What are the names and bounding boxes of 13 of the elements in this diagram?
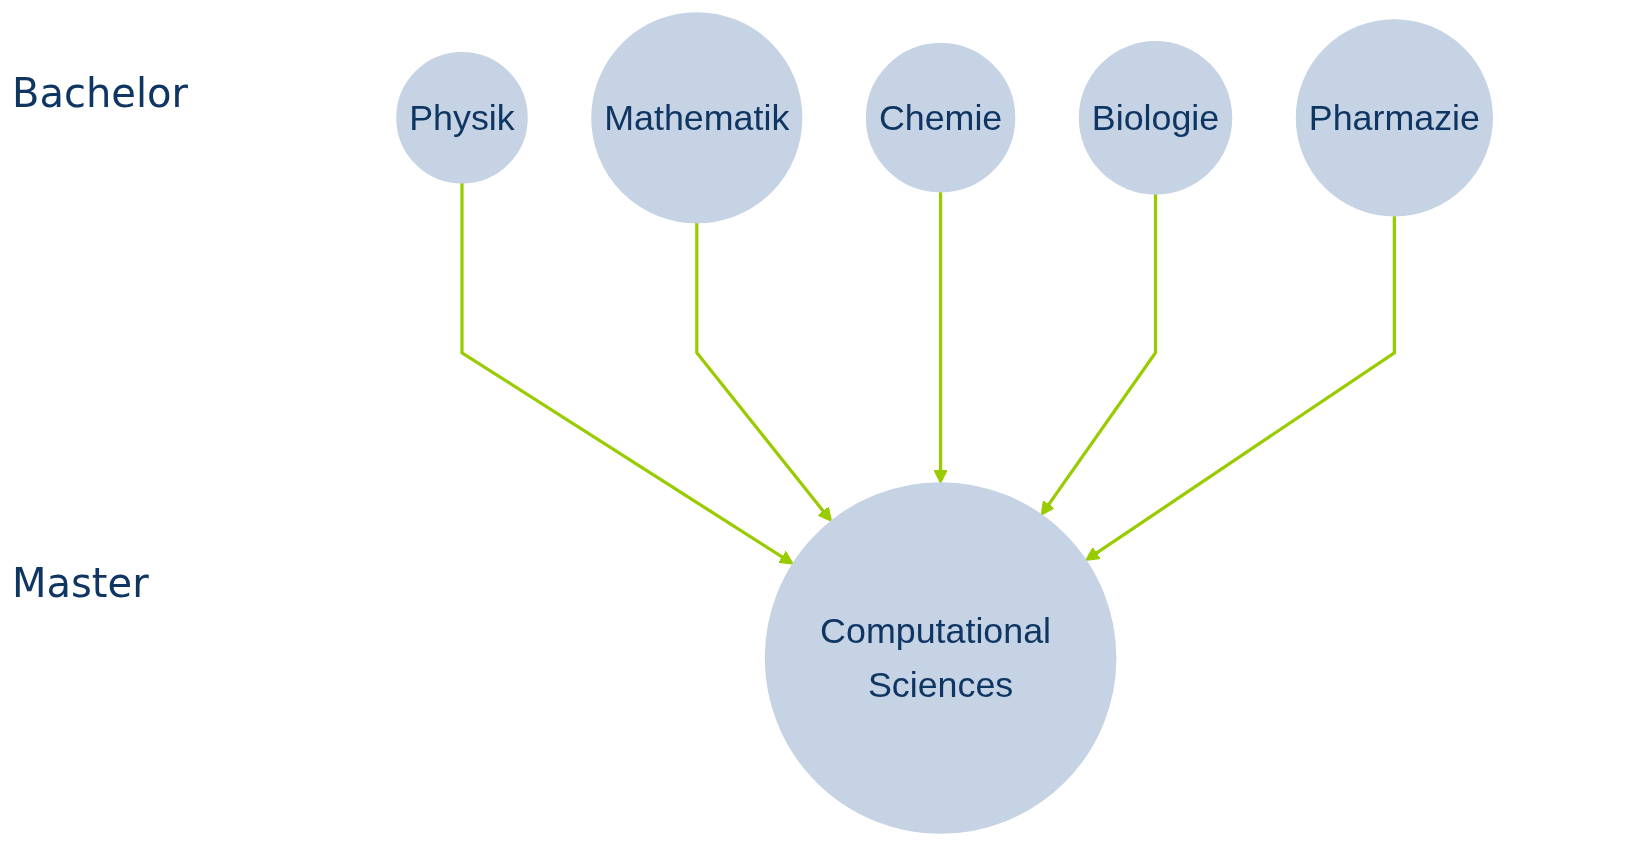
node-circle: Mathematik xyxy=(591,12,803,224)
node-circle: Computational Sciences xyxy=(765,482,1117,834)
arrow xyxy=(460,182,795,565)
level-label: Master xyxy=(12,560,149,606)
arrow xyxy=(933,191,949,484)
node-circle: Chemie xyxy=(866,43,1016,193)
arrow xyxy=(1085,215,1397,561)
node-circle: Biologie xyxy=(1079,41,1233,195)
level-label: Bachelor xyxy=(12,70,188,116)
node-circle: Physik xyxy=(396,52,529,184)
node-circle: Pharmazie xyxy=(1296,19,1494,217)
arrow xyxy=(1041,193,1158,516)
arrow xyxy=(695,222,833,522)
